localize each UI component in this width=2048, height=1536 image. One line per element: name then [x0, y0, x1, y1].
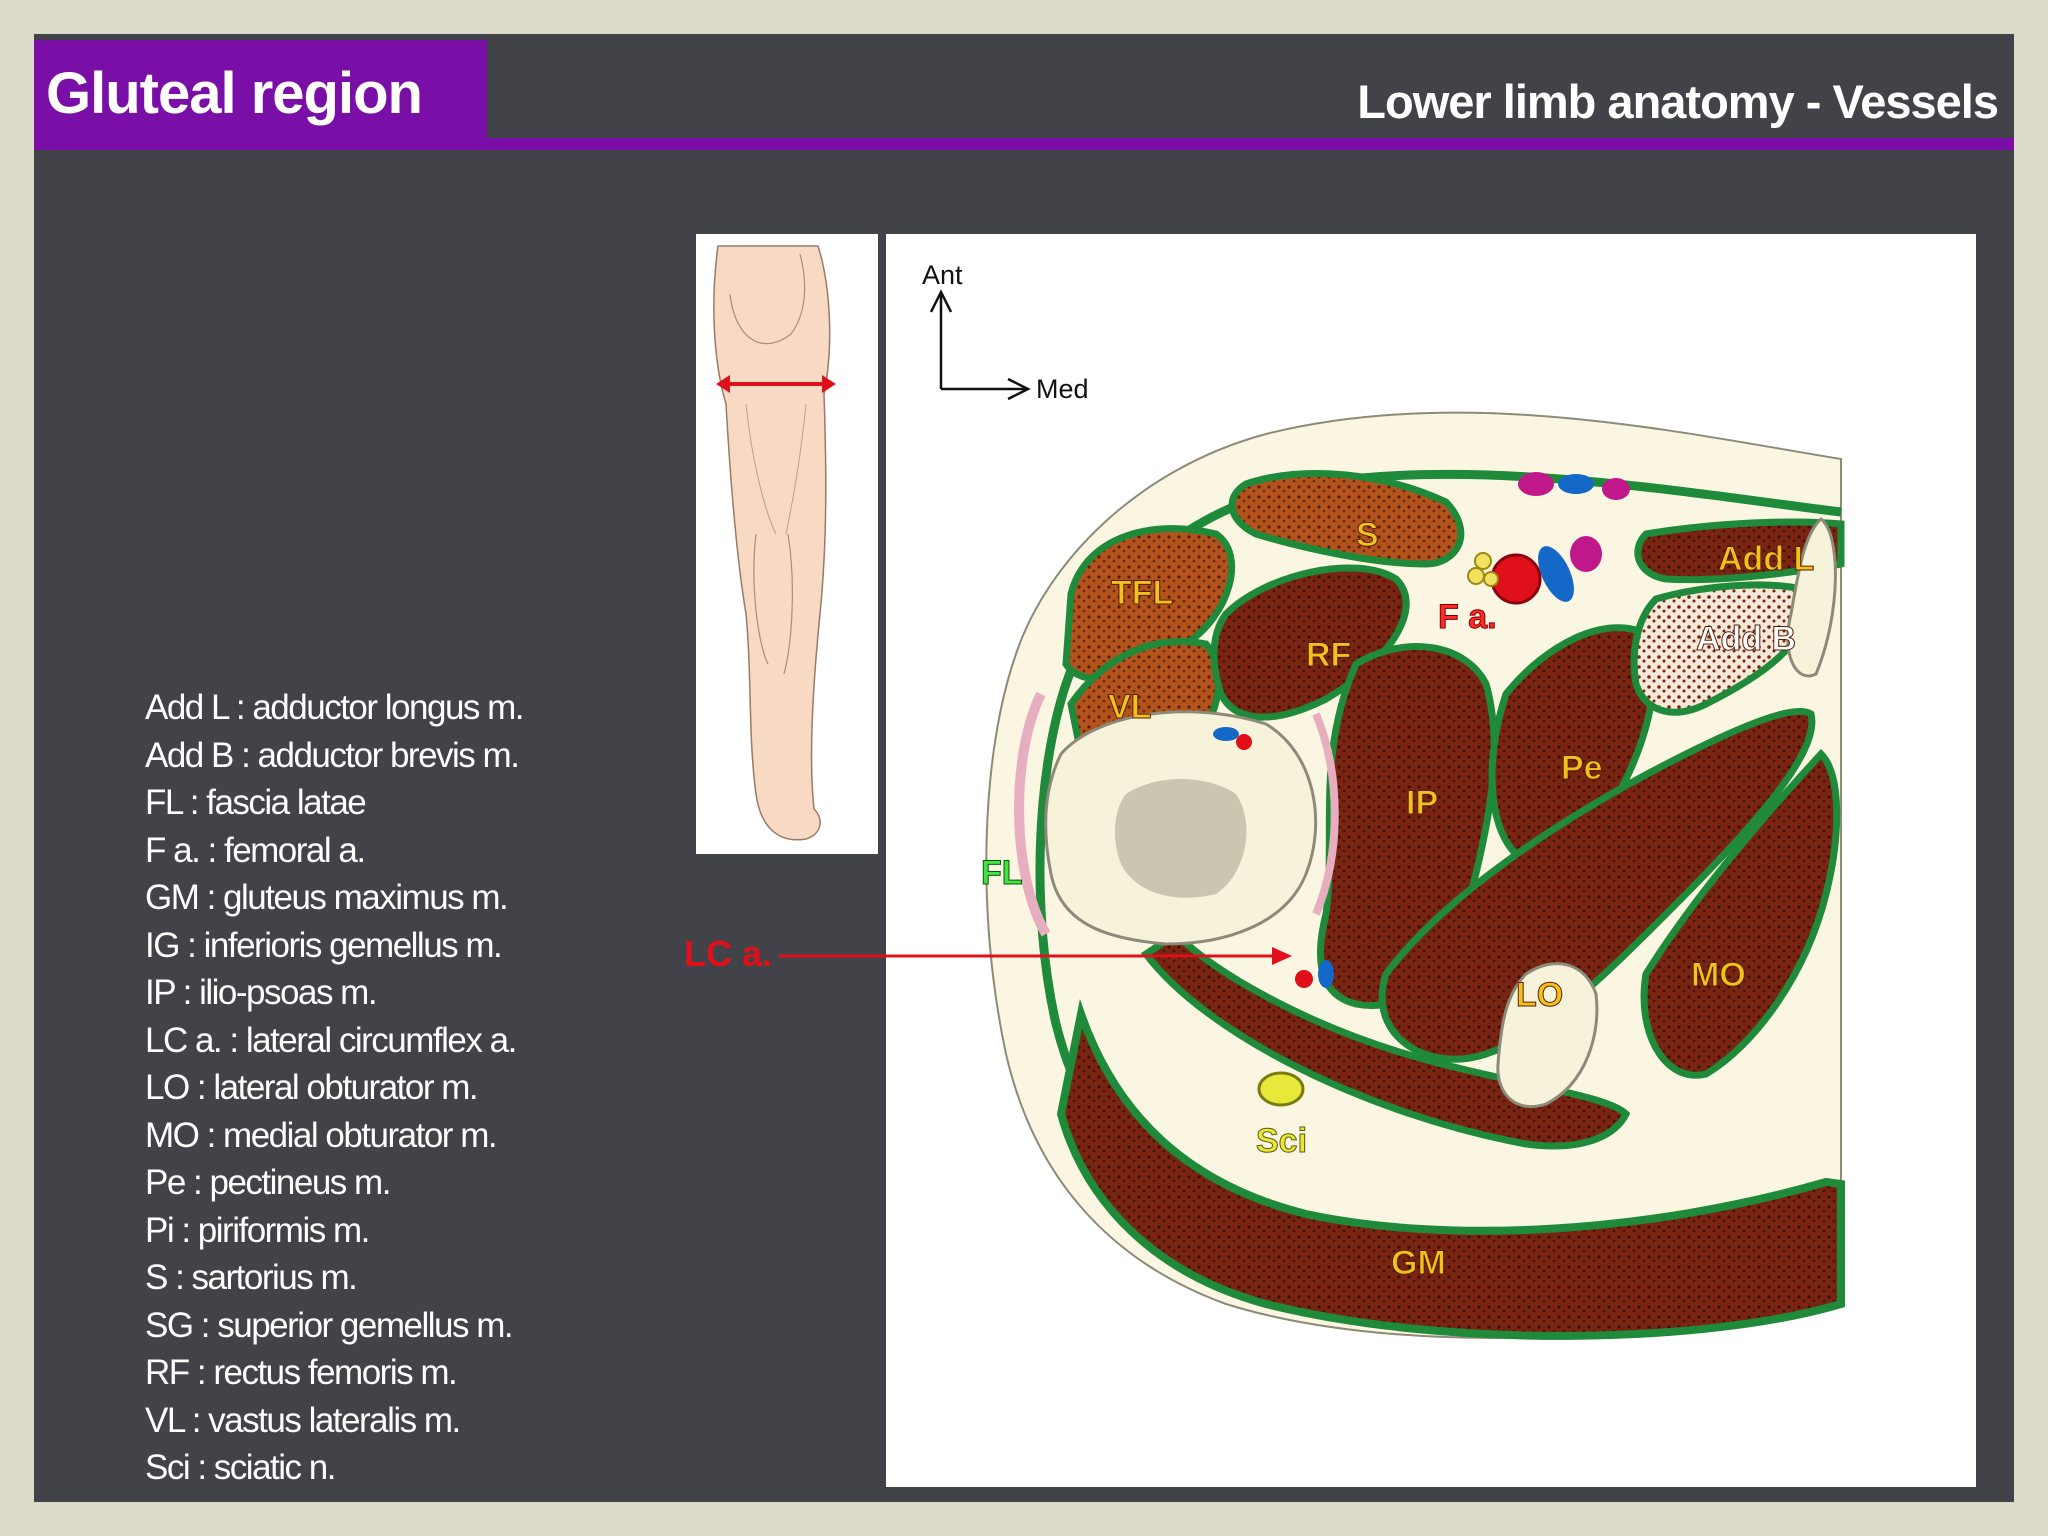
lca-pointer-arrowhead	[1272, 947, 1292, 965]
legend-item: MO : medial obturator m.	[145, 1115, 498, 1155]
orientation-ant-label: Ant	[922, 260, 963, 290]
label-medial-obturator: MO	[1691, 956, 1746, 994]
femoral-nerve-fascicle	[1467, 567, 1485, 585]
femoral-nerve-fascicle	[1483, 571, 1499, 587]
sartorius-muscle	[1228, 470, 1465, 568]
lateral-obturator-muscle	[1378, 707, 1816, 1063]
medial-obturator-muscle	[1640, 748, 1841, 1079]
label-fascia-latae: FL	[981, 854, 1023, 892]
lymph-node-superficial-1	[1518, 472, 1554, 496]
circumflex-artery-anterior	[1236, 734, 1252, 750]
superficial-vein	[1558, 474, 1594, 494]
hip-capsule-medial	[1312, 712, 1339, 916]
legend-item: LO : lateral obturator m.	[145, 1068, 479, 1107]
adductor-brevis-muscle	[1630, 581, 1820, 716]
circumflex-vein-anterior	[1213, 727, 1239, 741]
ischium-bone	[1496, 962, 1599, 1109]
pubis-bone	[1786, 517, 1837, 678]
cross-section-diagram: Ant Med	[886, 234, 1976, 1487]
leg-outline	[713, 245, 831, 841]
label-vastus-lateralis: VL	[1108, 688, 1151, 726]
title-underline-bar	[34, 138, 2014, 150]
legend-item: Pi : piriformis m.	[145, 1210, 370, 1250]
lateral-circumflex-artery	[1295, 970, 1313, 988]
label-adductor-brevis: Add B	[1696, 620, 1796, 658]
label-lateral-obturator: LO	[1516, 976, 1563, 1014]
femoral-vein	[1538, 546, 1574, 602]
femoral-nerve-fascicle	[1474, 552, 1492, 570]
ant-arrow-head	[929, 289, 953, 313]
section-arrow-left	[716, 375, 730, 393]
legend-item: Add L : adductor longus m.	[145, 688, 525, 727]
label-sartorius: S	[1356, 516, 1379, 554]
femur-trabecular-bone	[1114, 779, 1247, 898]
cross-section-svg: Ant Med	[922, 260, 1845, 1340]
legend-item: F a. : femoral a.	[145, 830, 366, 870]
legend-item: VL : vastus lateralis m.	[145, 1400, 461, 1440]
label-femoral-artery: F a.	[1438, 598, 1497, 636]
legend-item: Add B : adductor brevis m.	[145, 735, 520, 775]
hip-capsule-lateral	[1014, 691, 1051, 937]
label-lateral-circumflex-artery: LC a.	[684, 933, 772, 974]
gluteus-maximus-muscle	[1056, 998, 1845, 1340]
sciatic-nerve	[1257, 1071, 1305, 1107]
slide-subtitle: Lower limb anatomy - Vessels	[1357, 75, 1999, 128]
legend-item: IP : ilio-psoas m.	[145, 973, 378, 1012]
label-pectineus: Pe	[1561, 749, 1603, 787]
label-gluteus-maximus: GM	[1391, 1244, 1446, 1282]
lateral-circumflex-vein	[1318, 960, 1334, 988]
legend-item: Pe : pectineus m.	[145, 1163, 391, 1202]
label-adductor-longus: Add L	[1718, 540, 1814, 578]
slide-title: Gluteal region	[46, 61, 423, 126]
section-arrow-right	[822, 375, 836, 393]
legend-item: IG : inferioris gemellus m.	[145, 925, 503, 965]
lymph-node	[1570, 536, 1602, 572]
med-arrow-head	[1007, 377, 1031, 401]
calf-lines	[753, 533, 793, 675]
femoral-artery	[1490, 553, 1542, 605]
lca-pointer: LC a.	[684, 933, 1292, 974]
legend-item: GM : gluteus maximus m.	[145, 878, 509, 917]
abbreviation-legend: Add L : adductor longus m. Add B : adduc…	[145, 684, 525, 1492]
label-ilio-psoas: IP	[1406, 784, 1438, 822]
legend-item: LC a. : lateral circumflex a.	[145, 1020, 517, 1060]
adductor-longus-muscle	[1634, 518, 1845, 584]
legend-item: FL : fascia latae	[145, 783, 367, 822]
title-box: Gluteal region	[34, 40, 487, 140]
leg-thumbnail	[696, 234, 878, 854]
leg-illustration	[713, 245, 836, 841]
label-tfl: TFL	[1111, 574, 1173, 612]
thigh-lines	[745, 403, 807, 535]
legend-item: SG : superior gemellus m.	[145, 1305, 514, 1345]
orientation-med-label: Med	[1036, 374, 1089, 404]
legend-item: Sci : sciatic n.	[145, 1448, 336, 1487]
label-sciatic-nerve: Sci	[1256, 1122, 1307, 1160]
legend-item: S : sartorius m.	[145, 1258, 358, 1297]
buttock-line	[729, 253, 806, 345]
legend-item: RF : rectus femoris m.	[145, 1353, 458, 1392]
label-rectus-femoris: RF	[1306, 636, 1351, 674]
lymph-node-superficial-2	[1602, 478, 1630, 500]
slide: Gluteal region Lower limb anatomy - Vess…	[34, 34, 2014, 1502]
